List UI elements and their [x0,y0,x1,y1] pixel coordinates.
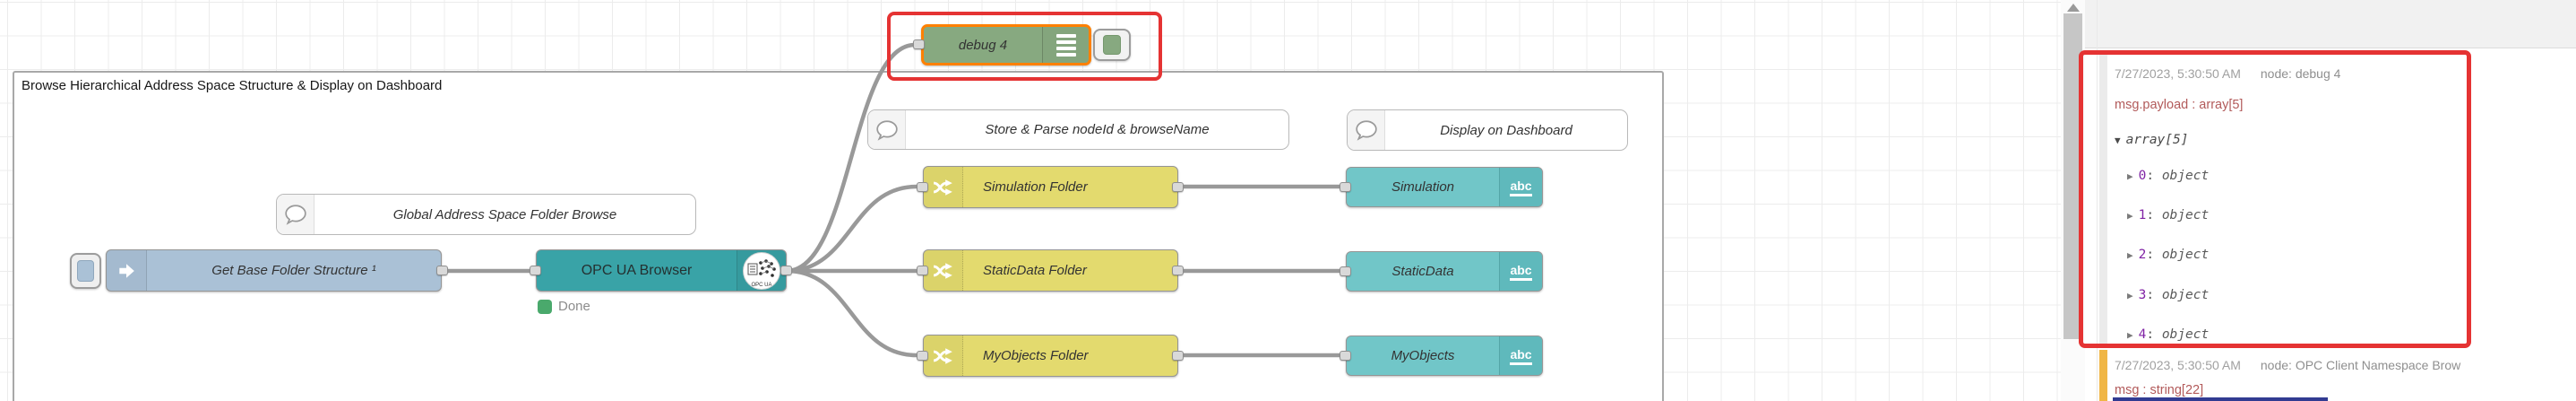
opcua-node-icon: OPC UA [737,250,786,291]
source-node-name: node: debug 4 [2260,66,2341,81]
port[interactable] [1172,351,1184,361]
scrollbar-thumb[interactable] [2063,13,2082,339]
clipped-text-sliver [2113,397,2328,401]
node-label: MyObjects Folder [983,348,1089,363]
status-text: Done [558,299,590,314]
switch-icon [924,336,963,376]
expand-arrow-icon[interactable]: ▶ [2127,170,2133,182]
group-label: Browse Hierarchical Address Space Struct… [22,78,443,93]
node-label: MyObjects [1391,348,1455,363]
node-label: Simulation [1391,179,1455,195]
abc-text-icon: abc [1499,168,1542,206]
node-opcua-browser[interactable]: OPC UA Browser [536,249,787,292]
node-debug-4[interactable]: debug 4 [921,24,1091,65]
comment-node-global[interactable]: Global Address Space Folder Browse [276,194,696,235]
comment-label: Store & Parse nodeId & browseName [985,122,1210,137]
sidebar-divider [2097,0,2098,401]
node-label: debug 4 [958,37,1008,53]
node-label: OPC UA Browser [581,262,693,278]
node-label: Simulation Folder [983,179,1088,195]
port[interactable] [917,182,928,192]
expand-arrow-icon[interactable]: ▶ [2127,329,2133,341]
json-tree-row[interactable]: ▶1: object [2127,208,2210,222]
json-tree-row[interactable]: ▶2: object [2127,248,2210,262]
wire[interactable] [784,184,919,274]
port[interactable] [1172,266,1184,275]
wire[interactable] [784,42,918,274]
opcua-network-graphic [747,258,776,277]
node-status: Done [538,299,590,314]
switch-icon [924,167,963,207]
switch-icon [924,250,963,291]
debug-enable-toggle-button[interactable] [1093,29,1131,61]
comment-bubble-icon [277,195,314,234]
port[interactable] [1340,182,1351,192]
json-tree-row[interactable]: ▶0: object [2127,169,2210,183]
debug-message-warn-border [2099,350,2107,401]
node-switch-simulation-folder[interactable]: Simulation Folder [923,166,1178,208]
flow-canvas[interactable]: Browse Hierarchical Address Space Struct… [0,0,2061,401]
debug-toggle-inner [1103,35,1121,55]
node-ui-text-myobjects[interactable]: MyObjects abc [1346,336,1543,376]
inject-arrow-icon [107,250,147,291]
port[interactable] [1172,182,1184,192]
debug-sidebar[interactable]: 7/27/2023, 5:30:50 AM node: debug 4 msg.p… [2085,0,2576,401]
debug-list-icon [1042,27,1089,63]
collapse-arrow-icon[interactable]: ▼ [2115,135,2121,146]
debug-message-left-border [2099,50,2107,348]
node-ui-text-staticdata[interactable]: StaticData abc [1346,251,1543,292]
node-switch-myobjects-folder[interactable]: MyObjects Folder [923,335,1178,377]
wire[interactable] [784,268,919,358]
comment-node-display-dashboard[interactable]: Display on Dashboard [1347,109,1628,151]
inject-trigger-button[interactable] [70,253,101,289]
json-tree-row[interactable]: ▶3: object [2127,288,2210,302]
debug-message-meta: 7/27/2023, 5:30:50 AM node: debug 4 [2115,66,2340,81]
inject-trigger-inner [77,260,94,282]
node-ui-text-simulation[interactable]: Simulation abc [1346,167,1543,207]
comment-bubble-icon [1348,110,1385,150]
node-label: StaticData [1391,264,1454,279]
scrollbar-up-arrow-icon[interactable] [2067,4,2080,12]
canvas-scrollbar[interactable] [2061,0,2085,401]
status-dot-icon [538,299,552,314]
abc-text-icon: abc [1499,336,1542,375]
port[interactable] [1340,266,1351,276]
debug-message-property[interactable]: msg : string[22] [2115,383,2204,397]
expand-arrow-icon[interactable]: ▶ [2127,290,2133,301]
comment-bubble-icon [868,110,906,149]
port[interactable] [917,266,928,275]
debug-message-meta: 7/27/2023, 5:30:50 AM node: OPC Client Na… [2115,358,2460,372]
expand-arrow-icon[interactable]: ▶ [2127,210,2133,222]
opcua-icon-caption: OPC UA [751,282,772,288]
port[interactable] [780,266,792,275]
port[interactable] [913,39,925,49]
node-label: Get Base Folder Structure ¹ [211,263,376,278]
port[interactable] [530,266,541,275]
comment-label: Display on Dashboard [1440,122,1572,138]
timestamp: 7/27/2023, 5:30:50 AM [2115,66,2241,81]
source-node-name: node: OPC Client Namespace Brow [2260,358,2461,372]
node-switch-staticdata-folder[interactable]: StaticData Folder [923,249,1178,292]
json-tree-root-row[interactable]: ▼ array[5] [2115,133,2188,147]
wires-layer [441,42,1342,358]
sidebar-top-strip [2085,0,2576,48]
debug-message-property[interactable]: msg.payload : array[5] [2115,98,2244,112]
node-label: StaticData Folder [983,263,1087,278]
port[interactable] [917,351,928,361]
json-tree-row[interactable]: ▶4: object [2127,327,2210,342]
comment-label: Global Address Space Folder Browse [392,206,617,222]
timestamp: 7/27/2023, 5:30:50 AM [2115,358,2241,372]
node-inject-get-base-folder-structure[interactable]: Get Base Folder Structure ¹ [106,249,442,292]
abc-text-icon: abc [1499,252,1542,291]
tree-root-label: array[5] [2125,133,2189,147]
expand-arrow-icon[interactable]: ▶ [2127,249,2133,261]
comment-node-store-parse[interactable]: Store & Parse nodeId & browseName [867,109,1289,150]
port[interactable] [436,266,448,275]
port[interactable] [1340,351,1351,361]
